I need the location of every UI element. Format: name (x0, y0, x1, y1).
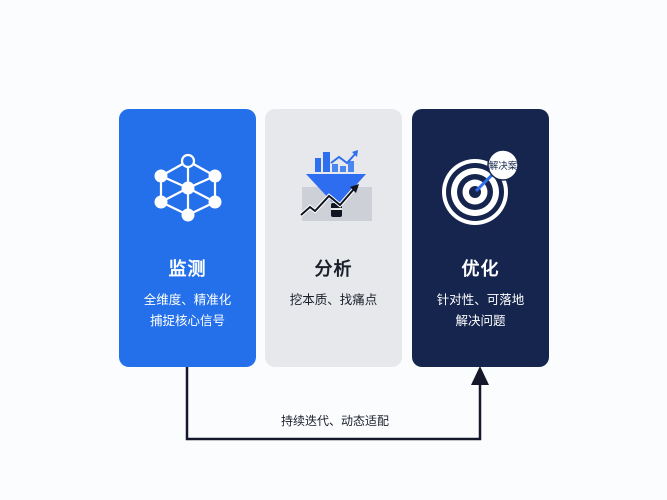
network-cube-icon (119, 147, 256, 227)
card-description: 全维度、精准化 捕捉核心信号 (119, 289, 256, 331)
description-line: 解决问题 (455, 313, 506, 328)
card-description: 针对性、可落地 解决问题 (412, 289, 549, 331)
card-title: 分析 (314, 259, 353, 280)
card-title: 监测 (168, 259, 207, 280)
card-description: 挖本质、找痛点 (265, 289, 402, 310)
description-line: 针对性、可落地 (436, 292, 525, 307)
card-title: 优化 (461, 259, 500, 280)
description-line: 挖本质、找痛点 (289, 292, 378, 307)
card-analyze: 分析 挖本质、找痛点 (265, 109, 402, 367)
funnel-chart-icon (265, 147, 402, 227)
solution-badge: 解决案 (488, 160, 517, 172)
card-monitor: 监测 全维度、精准化 捕捉核心信号 (119, 109, 256, 367)
card-optimize: 解决案 优化 针对性、可落地 解决问题 (412, 109, 549, 367)
loop-label: 持续迭代、动态适配 (280, 414, 389, 428)
description-line: 捕捉核心信号 (149, 313, 225, 328)
target-icon: 解决案 (412, 147, 549, 227)
description-line: 全维度、精准化 (143, 292, 232, 307)
